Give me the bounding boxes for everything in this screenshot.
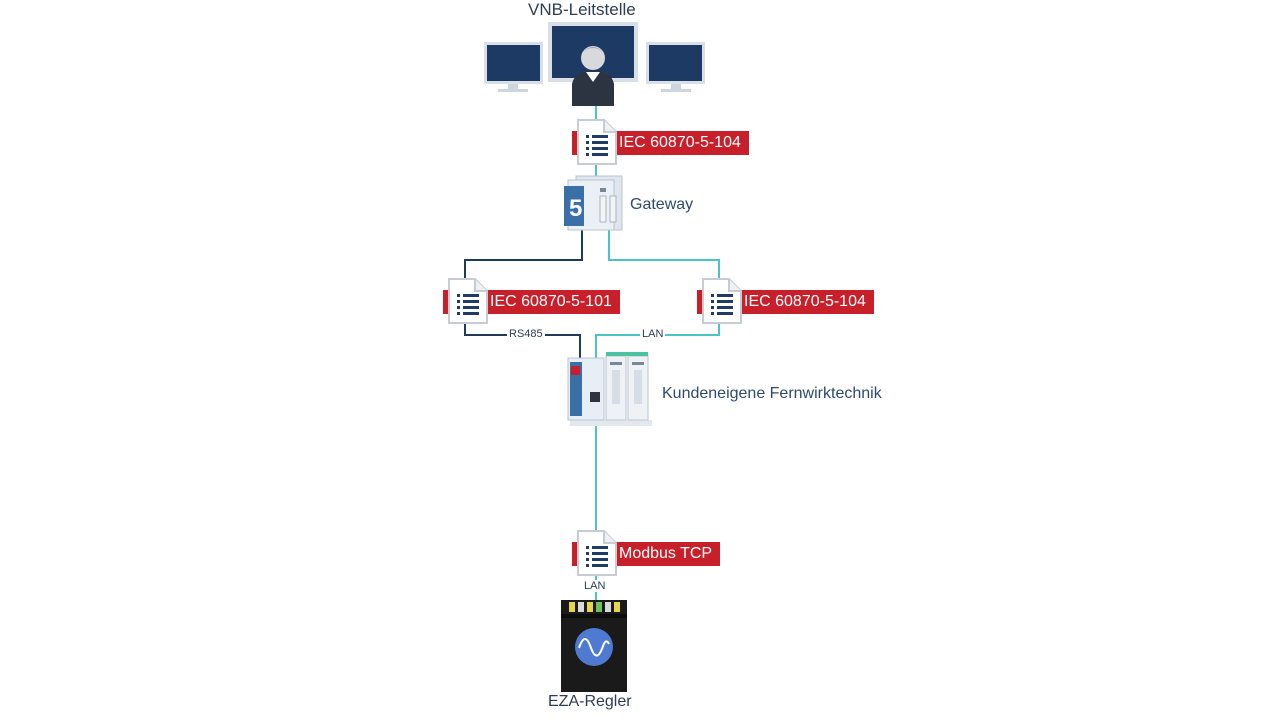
eza-label: EZA-Regler	[548, 693, 632, 710]
gateway-label: Gateway	[630, 196, 694, 213]
right-monitor-icon	[646, 42, 705, 92]
protocol-tag-right-label: IEC 60870-5-104	[744, 293, 866, 310]
document-icon	[577, 119, 617, 165]
protocol-tag-left-label: IEC 60870-5-101	[490, 293, 612, 310]
fernwirk-device-icon	[567, 352, 652, 426]
link-gateway-left	[464, 228, 583, 282]
protocol-tag-bottom-label: Modbus TCP	[619, 545, 713, 562]
document-icon	[577, 530, 617, 576]
rs485-label: RS485	[507, 328, 545, 340]
gateway-device-icon: 5	[564, 175, 623, 231]
lan-mid-label: LAN	[640, 328, 666, 340]
fernwirk-label: Kundeneigene Fernwirktechnik	[662, 385, 882, 402]
page-title: VNB-Leitstelle	[528, 0, 636, 19]
wave-icon	[575, 628, 613, 666]
operator-icon	[572, 46, 614, 106]
link-gateway-right	[608, 228, 720, 282]
gateway-logo: 5	[569, 195, 582, 222]
control-room-icon	[484, 22, 705, 106]
protocol-tag-top-label: IEC 60870-5-104	[619, 134, 741, 151]
document-icon	[702, 278, 742, 324]
left-monitor-icon	[484, 42, 543, 92]
document-icon	[448, 278, 488, 324]
lan-bottom-label: LAN	[582, 580, 608, 592]
eza-controller-icon	[561, 600, 627, 692]
